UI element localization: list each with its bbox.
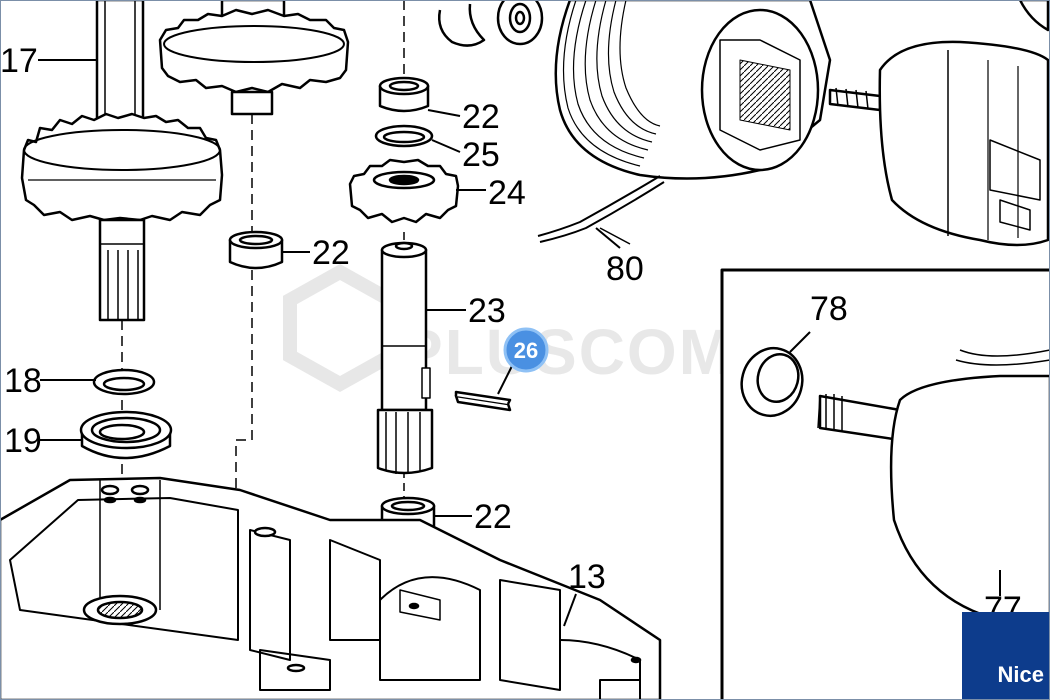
motor-77 [817,349,1050,622]
label-22-bottom: 22 [474,498,512,536]
label-17: 17 [0,42,38,80]
label-23: 23 [468,292,506,330]
gear-24 [348,158,460,224]
seal-78 [740,347,804,417]
bushing-22-top [378,76,430,113]
key-26 [454,390,512,412]
circlip-18 [92,368,156,396]
rotor [828,0,1050,247]
brand-logo: Nice [962,612,1050,700]
label-18: 18 [4,362,42,400]
label-80: 80 [606,250,644,288]
label-19: 19 [4,422,42,460]
shaft-23 [376,241,434,475]
housing-13 [0,476,662,700]
label-22-left: 22 [312,234,350,272]
gear-top-middle [158,0,350,116]
leader-lines [38,59,1001,627]
circlip-25 [374,124,434,148]
watermark-text: PLUSCOM [400,316,734,388]
label-24: 24 [488,174,526,212]
gear-icon [158,8,350,94]
part-labels: 17 18 19 22 22 25 24 23 22 80 78 13 77 [0,42,1022,628]
label-78: 78 [810,290,848,328]
bushing-22-left [228,230,284,270]
gear-icon [348,158,460,224]
label-13: 13 [568,558,606,596]
bearing-19 [79,410,173,460]
label-25: 25 [462,136,500,174]
coil-80 [537,0,832,245]
part-badge-26[interactable]: 26 [503,327,549,373]
shaft-17 [20,0,224,322]
label-22-top: 22 [462,98,500,136]
badge-26-text: 26 [514,338,538,363]
bearings-top [438,0,544,47]
logo-text: Nice [997,662,1044,687]
gear-icon [20,112,224,222]
watermark: PLUSCOM [283,263,734,393]
